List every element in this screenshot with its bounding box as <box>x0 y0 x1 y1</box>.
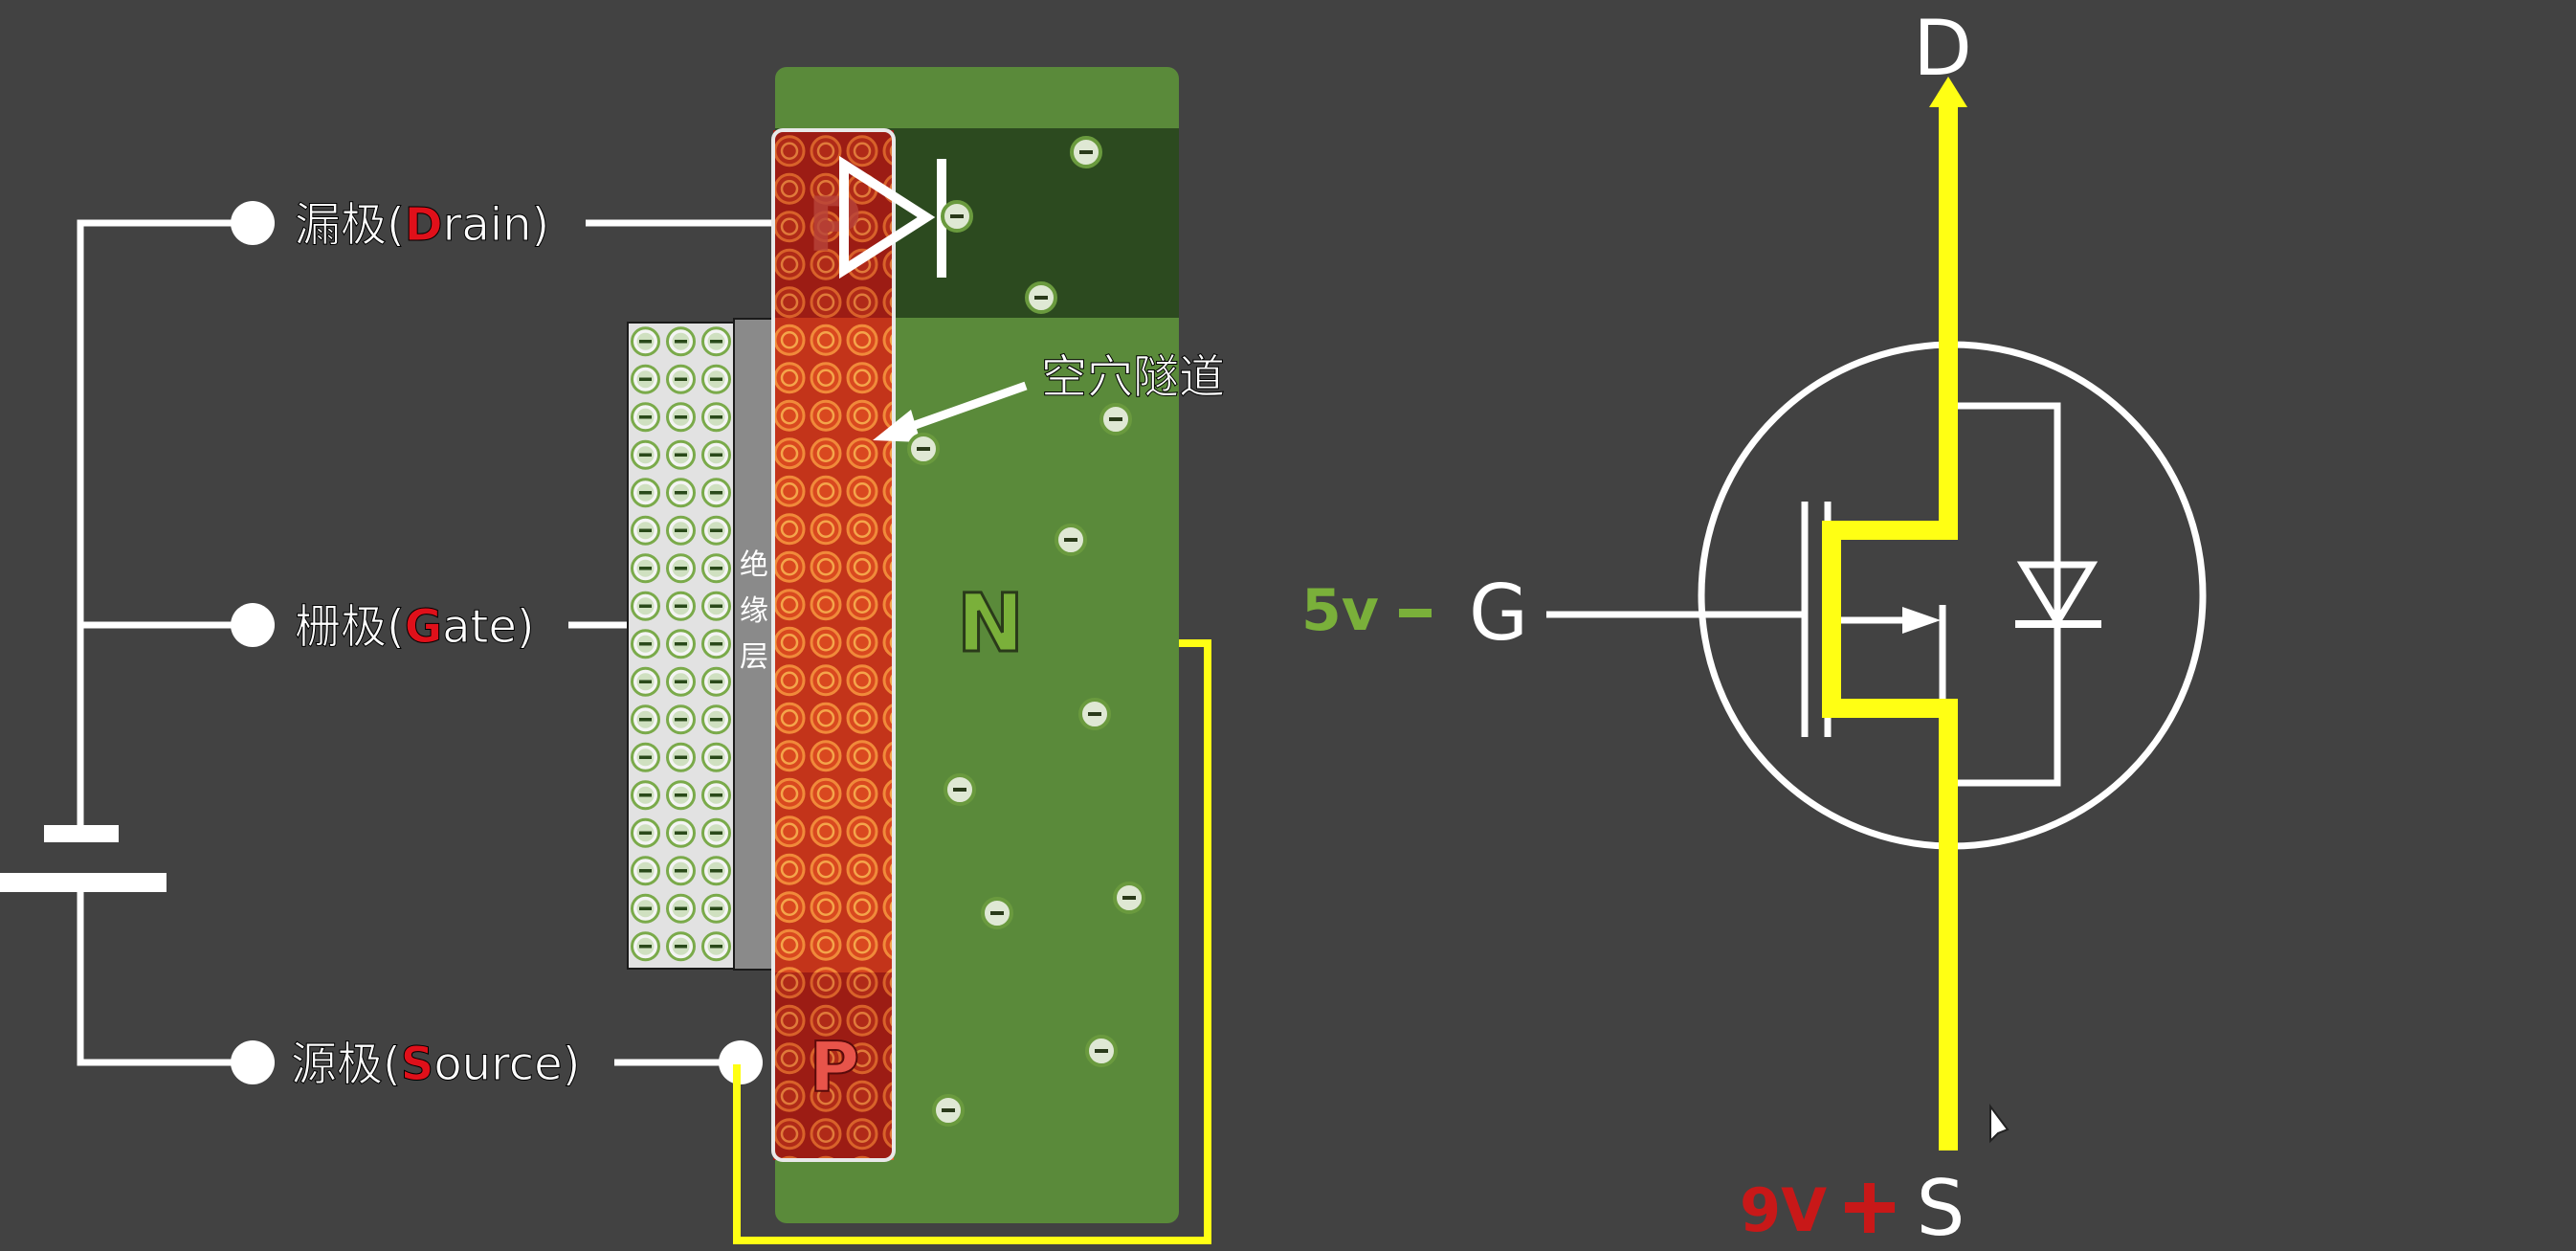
gate-electrode <box>627 322 735 970</box>
electron-sign-4 <box>1109 417 1122 421</box>
hole-tunnel <box>773 318 894 972</box>
symbol-current-path <box>1822 103 1958 1150</box>
drain-terminal-dot <box>231 201 275 245</box>
p-region-top <box>773 130 894 318</box>
gate-voltage-label: 5v <box>1301 577 1379 644</box>
substrate-terminal-dot <box>719 1040 763 1084</box>
source-plus-sign <box>1845 1183 1895 1233</box>
electrons <box>907 136 1145 1127</box>
insulator-label-3: 层 <box>740 640 768 674</box>
electron-sign-5 <box>917 447 930 451</box>
insulator-label-2: 缘 <box>740 594 768 628</box>
terminal-dots <box>231 201 763 1084</box>
current-arrow-icon <box>1929 77 1967 107</box>
source-wire-left <box>77 885 251 1066</box>
p-region-bottom <box>773 972 894 1160</box>
electron-sign-10 <box>1122 896 1136 900</box>
electron-sign-3 <box>1034 296 1048 300</box>
n-region-label: N <box>957 576 1024 670</box>
electron-sign-12 <box>942 1108 955 1112</box>
p-region-top-label: P <box>807 183 861 269</box>
gate-terminal-dot <box>231 603 275 647</box>
p-region-outline <box>771 128 896 1162</box>
electron-sign-6 <box>1064 538 1077 542</box>
electron-sign-9 <box>990 911 1004 915</box>
drain-wire-left <box>77 219 251 825</box>
symbol-drain-label: D <box>1913 4 1972 93</box>
electron-sign-11 <box>1095 1049 1108 1053</box>
left-circuit-wires <box>77 219 777 1066</box>
mouse-cursor-icon <box>1989 1104 2010 1144</box>
source-label: 源极(Source) <box>291 1038 580 1091</box>
battery-icon <box>0 825 167 892</box>
mosfet-symbol <box>1546 77 2207 1150</box>
tunnel-arrow-icon <box>873 381 1028 442</box>
tunnel-label: 空穴隧道 <box>1041 350 1225 404</box>
gate-label: 栅极(Gate) <box>295 600 535 654</box>
symbol-diode-icon <box>2016 561 2099 629</box>
electron-sign-7 <box>1088 712 1101 716</box>
symbol-gate-label: G <box>1469 569 1528 658</box>
electron-sign-1 <box>1079 150 1093 154</box>
gate-minus-sign <box>1399 609 1432 617</box>
source-voltage-label: 9V <box>1740 1175 1827 1245</box>
symbol-diode-branch <box>1948 402 2061 787</box>
source-terminal-dot <box>231 1040 275 1084</box>
electron-sign-8 <box>953 788 966 792</box>
symbol-source-label: S <box>1917 1164 1965 1247</box>
insulator-label-1: 绝 <box>740 548 768 582</box>
drain-label: 漏极(Drain) <box>295 198 549 252</box>
p-region-label: P <box>810 1027 860 1107</box>
electron-sign-2 <box>950 214 964 218</box>
symbol-arrow-icon <box>1902 607 1941 634</box>
substrate-current-wire <box>733 639 1211 1244</box>
